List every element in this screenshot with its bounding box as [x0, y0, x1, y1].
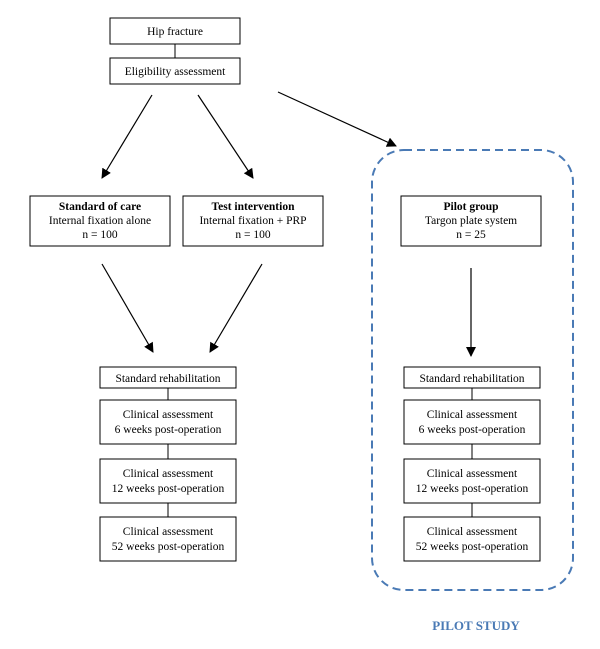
test-intervention-line2: n = 100	[235, 229, 270, 241]
arrow-to-standard-of-care	[101, 94, 153, 179]
pilot-assess-6-line1: Clinical assessment	[427, 409, 518, 421]
pilot-group-line2: n = 25	[456, 229, 486, 241]
pilot-study-label: PILOT STUDY	[432, 618, 520, 633]
pilot-group-box	[400, 195, 542, 247]
eligibility-box	[109, 57, 241, 85]
main-assess-12-line1: Clinical assessment	[123, 468, 214, 480]
main-assess-52-line2: 52 weeks post-operation	[112, 541, 225, 553]
main-assess-52-box	[99, 516, 237, 562]
pilot-assess-52-line2: 52 weeks post-operation	[416, 541, 529, 553]
standard-of-care-line1: Internal fixation alone	[49, 215, 151, 227]
main-assess-6-box	[99, 399, 237, 445]
standard-of-care-line2: n = 100	[82, 229, 117, 241]
pilot-study-region	[371, 149, 574, 591]
pilot-assess-12-line1: Clinical assessment	[427, 468, 518, 480]
main-assess-52-line1: Clinical assessment	[123, 526, 214, 538]
main-assess-6-line2: 6 weeks post-operation	[115, 424, 222, 436]
arrow-to-test-intervention	[197, 94, 254, 179]
hip-fracture-label: Hip fracture	[147, 26, 203, 38]
eligibility-label: Eligibility assessment	[125, 66, 226, 78]
pilot-assess-12-box	[403, 458, 541, 504]
main-rehab-label: Standard rehabilitation	[115, 373, 220, 385]
main-assess-12-box	[99, 458, 237, 504]
pilot-rehab-label: Standard rehabilitation	[419, 373, 524, 385]
arrow-to-pilot-group	[277, 91, 397, 147]
pilot-assess-52-line1: Clinical assessment	[427, 526, 518, 538]
pilot-assess-6-box	[403, 399, 541, 445]
standard-of-care-title: Standard of care	[59, 201, 141, 213]
test-intervention-title: Test intervention	[212, 201, 296, 213]
arrow-soc-to-rehab	[101, 263, 154, 353]
main-assess-6-line1: Clinical assessment	[123, 409, 214, 421]
pilot-assess-12-line2: 12 weeks post-operation	[416, 483, 529, 495]
standard-of-care-box	[29, 195, 171, 247]
pilot-assess-52-box	[403, 516, 541, 562]
pilot-group-title: Pilot group	[443, 201, 498, 213]
main-assess-12-line2: 12 weeks post-operation	[112, 483, 225, 495]
pilot-assess-6-line2: 6 weeks post-operation	[419, 424, 526, 436]
test-intervention-box	[182, 195, 324, 247]
test-intervention-line1: Internal fixation + PRP	[199, 215, 306, 227]
arrow-test-to-rehab	[209, 263, 263, 353]
pilot-group-line1: Targon plate system	[425, 215, 517, 227]
